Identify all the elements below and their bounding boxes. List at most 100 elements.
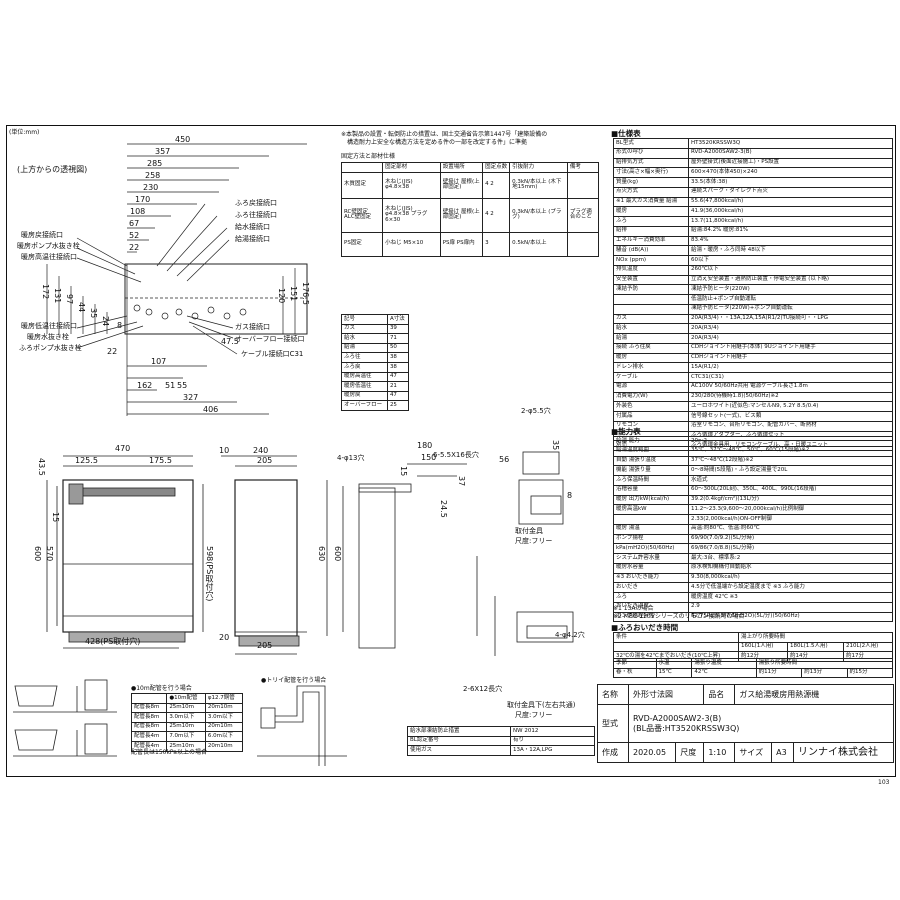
dim-428: 428(PS取付穴) (85, 637, 141, 646)
table-row: 安全装置立消え安全装置・過熱防止装置・停電安全装置 (以下略) (613, 274, 893, 286)
table-cell: 給湯 (341, 342, 388, 354)
table-key-cell: 暖房 (613, 352, 689, 364)
bracket-lower-label: 取付金具下(左右共通) (507, 701, 576, 709)
table-key-cell: ポンプ揚程 (613, 533, 689, 545)
table-cell: 4 2 (482, 171, 511, 199)
table-cell: 壁掛け 屋根(上部固定) (439, 197, 484, 233)
table-value-cell: 立消え安全装置・過熱防止装置・停電安全装置 (以下略) (688, 274, 893, 286)
dim-20: 20 (219, 633, 230, 642)
table-key-cell: 自動 湯張り温度 (613, 455, 689, 467)
table-row: 給排気方式屋外壁掛式(後面近接施工)・PS設置 (613, 157, 893, 169)
table-value-cell: 高温:約80℃、低温:約60℃ (688, 523, 893, 535)
title-block: 名称 外形寸法図 品名 ガス給湯暖房用熱源機 型式 RVD-A2000SAW2-… (597, 684, 894, 763)
dim-10: 10 (219, 446, 230, 455)
table-cell: 47 (386, 371, 410, 383)
dim-258: 258 (145, 171, 161, 180)
table-header: 季節 (613, 658, 657, 669)
table-value-cell: 13.7(11,800kcal/h) (688, 216, 893, 227)
table-value-cell: HT3520KRSSW3Q (688, 138, 893, 149)
table-value-cell: CDHジョイント用継手(本体) 9Uジョイント用継手 (688, 342, 893, 354)
table-cell: 50 (386, 342, 410, 354)
table-cell: 20m10m (204, 702, 244, 714)
table-row: 2.33(2,000kcal/h)ON-OFF制御 (613, 514, 893, 525)
dim-205: 205 (257, 456, 273, 465)
dim-285: 285 (147, 159, 163, 168)
table-row: kPa(mH2O)(50/60Hz)69/86(7.0/8.8)(5L/分時) (613, 543, 893, 554)
port-label-right-4: ガス接続口 (235, 323, 270, 331)
dim-570: 570 (45, 546, 54, 562)
table-cell: 約13分 (801, 667, 848, 679)
table-header: ●10m配管 (166, 693, 206, 704)
table-cell: 25m10m (166, 721, 206, 733)
table-key-cell: 暖房高温kW (613, 504, 689, 515)
table-key-cell: エネルギー消費効率 (613, 235, 689, 247)
table-cell: 春・秋 (613, 667, 657, 679)
table-value-cell: 260℃以下 (688, 264, 893, 276)
label-2-5-5-hole: 2-φ5.5穴 (521, 407, 551, 415)
table-header: 引抜耐力 (509, 162, 568, 173)
table-value-cell: 52/75Pa(5.3/7.6mH2O)(5L/分)(50/60Hz) (688, 611, 893, 623)
table-value-cell: 83.4% (688, 235, 893, 247)
table-key-cell: ※1 最大ガス消費量 給湯 (613, 196, 689, 208)
table-value-cell: 最大:3台、標準系:2 (688, 553, 893, 564)
dim-67: 67 (129, 219, 140, 228)
note-line-1: 構造耐力上安全な構造方法を定める件の一部を改定する件」に準拠 (347, 139, 528, 146)
table-value-cell: 2.9 (688, 601, 893, 613)
table-key-cell: 排気温度 (613, 264, 689, 276)
table-key-cell: 給湯温度範囲 (613, 445, 689, 457)
table-key-cell: 寸法(高さ×幅×奥行) (613, 167, 689, 178)
table-row: 消費電力(W)230/280(待機時1.8)(50/60Hz)※2 (613, 391, 893, 403)
drawing-sheet: (単位:mm) (上方からの透視図) (6, 125, 896, 777)
dim-125-5: 125.5 (75, 456, 98, 465)
dim-44: 44 (77, 302, 86, 313)
dim-24: 24 (101, 316, 110, 327)
table-value-cell: 浴室リモコン、台所リモコン、配管カバー、断熱材 (688, 420, 893, 432)
table-cell: 39 (386, 323, 410, 335)
table-cell: 約15分 (846, 667, 894, 679)
top-view-diagram (46, 143, 308, 416)
table-key-cell: 騒音 (dB(A)) (613, 245, 689, 256)
table-cell: 壁掛け 屋根(上部固定) (439, 171, 484, 199)
dim-8: 8 (117, 321, 123, 330)
label-6-5-5x16-slot: 6-5.5X16長穴 (433, 451, 479, 459)
table-header-row: 条件 湯上がり所要時間 (613, 632, 893, 643)
table-cell: 6.0m以下 (204, 731, 244, 742)
table-key-cell: 電源 (613, 381, 689, 393)
dim-55: 55 (177, 381, 188, 390)
port-label-left-3: 暖房低温往接続口 (21, 322, 77, 330)
dim-15: 15 (51, 512, 60, 523)
table-key-cell: 給湯 (613, 333, 689, 344)
scale-value: 1:10 (703, 742, 736, 763)
table-key-cell: ※3 おいだき能力 (613, 572, 689, 584)
table-cell: 使用ガス (406, 745, 512, 756)
table-row: 作成 2020.05 尺度 1:10 サイズ A3 リンナイ株式会社 (597, 742, 894, 763)
table-cell: RC壁固定 ALC壁固定 (340, 197, 384, 233)
table-cell: NW 2012 (510, 726, 595, 737)
table-key-cell (613, 294, 689, 305)
unit-label: (単位:mm) (9, 129, 40, 136)
table-value-cell: 230/280(待機時1.8)(50/60Hz)※2 (688, 391, 893, 403)
table-key-cell: ケーブル (613, 372, 689, 383)
table-value-cell: 水道式 (688, 475, 893, 486)
table-value-cell: RVD-A2000SAW2-3(B) (688, 147, 893, 159)
table-value-cell: 35℃、37℃～48℃、50℃、60℃(15段階)※2 (688, 445, 893, 457)
table-value-cell: 屋外壁掛式(後面近接施工)・PS設置 (688, 157, 893, 169)
table-cell: 0.3kN/本以上 (プラグ) (509, 197, 568, 233)
table-value-cell: 69/90(7.0/9.2)(5L/分時) (688, 533, 893, 545)
made-value: 2020.05 (627, 742, 677, 763)
table-cell: 25 (386, 400, 410, 411)
model-value-1: RVD-A2000SAW2-3(B) (633, 713, 722, 723)
table-row: 暖房水容量原水検知機構付自動給水 (613, 562, 893, 574)
table-header-row: ●10m配管 φ12.7銅管 (130, 693, 244, 704)
table-cell: 3.0m以下 (166, 712, 206, 723)
bracket-scale: 尺度:フリー (515, 537, 553, 545)
table-value-cell: ユーロホワイト(近似色:マンセルN9, 5.2Y 8.5/0.4) (688, 401, 893, 412)
